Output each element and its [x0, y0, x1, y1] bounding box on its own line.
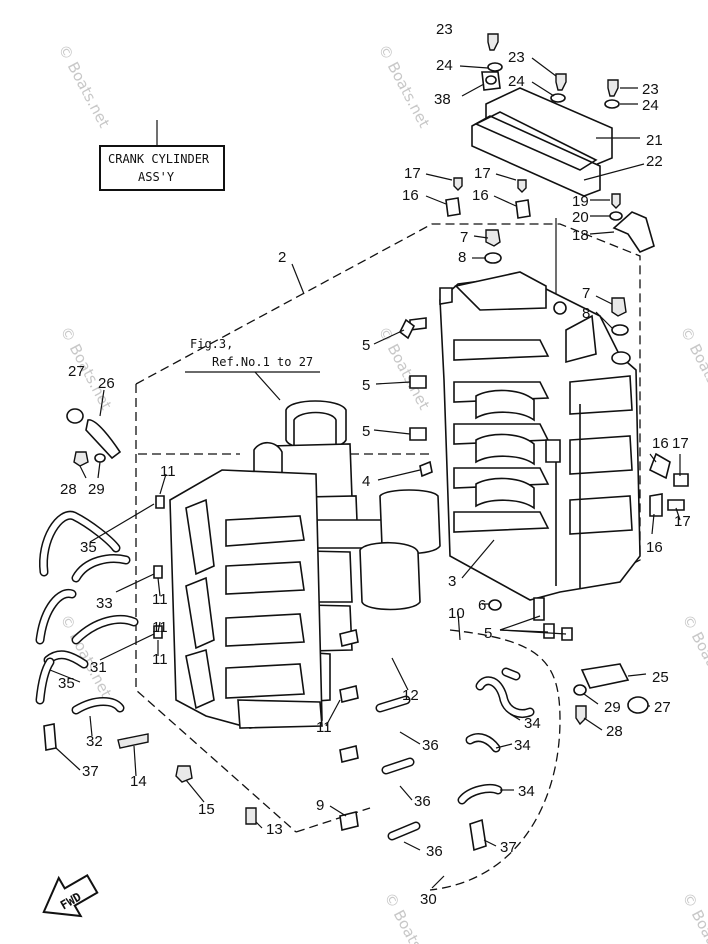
- crankcase-block: [439, 271, 641, 601]
- callout-c5c: 5: [362, 423, 370, 440]
- figure-ref-line2: Ref.No.1 to 27: [212, 355, 313, 369]
- callout-c20: 20: [572, 209, 589, 226]
- leader-lines: [49, 57, 681, 889]
- forward-direction-arrow: FWD: [42, 873, 99, 918]
- callout-c35a: 35: [80, 539, 97, 556]
- callout-c24a: 24: [436, 57, 453, 74]
- callout-c32: 32: [86, 733, 103, 750]
- callout-c34a: 34: [524, 715, 541, 732]
- callout-c29b: 29: [604, 699, 621, 716]
- callout-c23a: 23: [436, 21, 453, 38]
- watermark: © Boats.net: [676, 323, 708, 412]
- callout-c17c: 17: [672, 435, 689, 452]
- callout-c34c: 34: [518, 783, 535, 800]
- callout-c36c: 36: [426, 843, 443, 860]
- watermark: © Boats.net: [678, 889, 708, 944]
- callout-c22: 22: [646, 153, 663, 170]
- callout-c5a: 5: [362, 337, 370, 354]
- callout-c16d: 16: [646, 539, 663, 556]
- callout-c24b: 24: [508, 73, 525, 90]
- figure-ref-line1: Fig.3,: [190, 337, 233, 351]
- cylinder-block: [169, 469, 323, 729]
- callout-c3: 3: [448, 573, 456, 590]
- callout-c11d: 11: [152, 651, 168, 668]
- assembly-title-line2: ASS'Y: [138, 170, 175, 184]
- callout-c15: 15: [198, 801, 215, 818]
- callout-c24c: 24: [642, 97, 659, 114]
- figure-reference: Fig.3, Ref.No.1 to 27: [185, 337, 320, 401]
- callout-c23b: 23: [508, 49, 525, 66]
- assembly-title-line1: CRANK CYLINDER: [108, 152, 210, 166]
- callout-c14: 14: [130, 773, 147, 790]
- callout-c19: 19: [572, 193, 589, 210]
- top-fasteners: [445, 33, 655, 336]
- callout-c30: 30: [420, 891, 437, 908]
- hose-group: [35, 510, 535, 841]
- callout-c33: 33: [96, 595, 113, 612]
- callout-c8a: 8: [458, 249, 466, 266]
- callout-c6: 6: [478, 597, 486, 614]
- callout-c17b: 17: [474, 165, 491, 182]
- callout-c37b: 37: [500, 839, 517, 856]
- callout-c21: 21: [646, 132, 663, 149]
- callout-c16c: 16: [652, 435, 669, 452]
- callout-c7b: 7: [582, 285, 590, 302]
- assembly-title-box: CRANK CYLINDER ASS'Y: [99, 120, 225, 191]
- callout-c11b: 11: [152, 591, 168, 608]
- callout-c36b: 36: [414, 793, 431, 810]
- watermark: © Boats.net: [374, 323, 433, 412]
- callout-c27b: 27: [654, 699, 671, 716]
- callout-c37a: 37: [82, 763, 99, 780]
- callout-c38: 38: [434, 91, 451, 108]
- callout-c34b: 34: [514, 737, 531, 754]
- callout-c18: 18: [572, 227, 589, 244]
- callout-c4: 4: [362, 473, 370, 490]
- callout-c5b: 5: [362, 377, 370, 394]
- callout-c17a: 17: [404, 165, 421, 182]
- callout-c2: 2: [278, 249, 286, 266]
- callout-c10: 10: [448, 605, 465, 622]
- callout-c11c: 11: [152, 619, 168, 636]
- callout-c12: 12: [402, 687, 419, 704]
- callout-c28a: 28: [60, 481, 77, 498]
- callout-c27a: 27: [68, 363, 85, 380]
- callout-c31: 31: [90, 659, 107, 676]
- callout-c7a: 7: [460, 229, 468, 246]
- callout-c23c: 23: [642, 81, 659, 98]
- callout-c11e: 11: [316, 719, 332, 736]
- callout-c9: 9: [316, 797, 324, 814]
- callout-c8b: 8: [582, 305, 590, 322]
- watermark: © Boats.net: [56, 323, 115, 412]
- callout-c29a: 29: [88, 481, 105, 498]
- callout-c17d: 17: [674, 513, 691, 530]
- valve-cover-plate: [471, 87, 613, 197]
- callout-c16b: 16: [472, 187, 489, 204]
- callout-c28b: 28: [606, 723, 623, 740]
- callout-c26: 26: [98, 375, 115, 392]
- callout-c13: 13: [266, 821, 283, 838]
- watermark: © Boats.net: [54, 41, 113, 130]
- callout-c16a: 16: [402, 187, 419, 204]
- callout-c25: 25: [652, 669, 669, 686]
- callout-c35b: 35: [58, 675, 75, 692]
- watermark: © Boats.net: [678, 611, 708, 700]
- callout-c11a: 11: [160, 463, 176, 480]
- callout-c5d: 5: [484, 625, 492, 642]
- callout-c36a: 36: [422, 737, 439, 754]
- watermark: © Boats.net: [374, 41, 433, 130]
